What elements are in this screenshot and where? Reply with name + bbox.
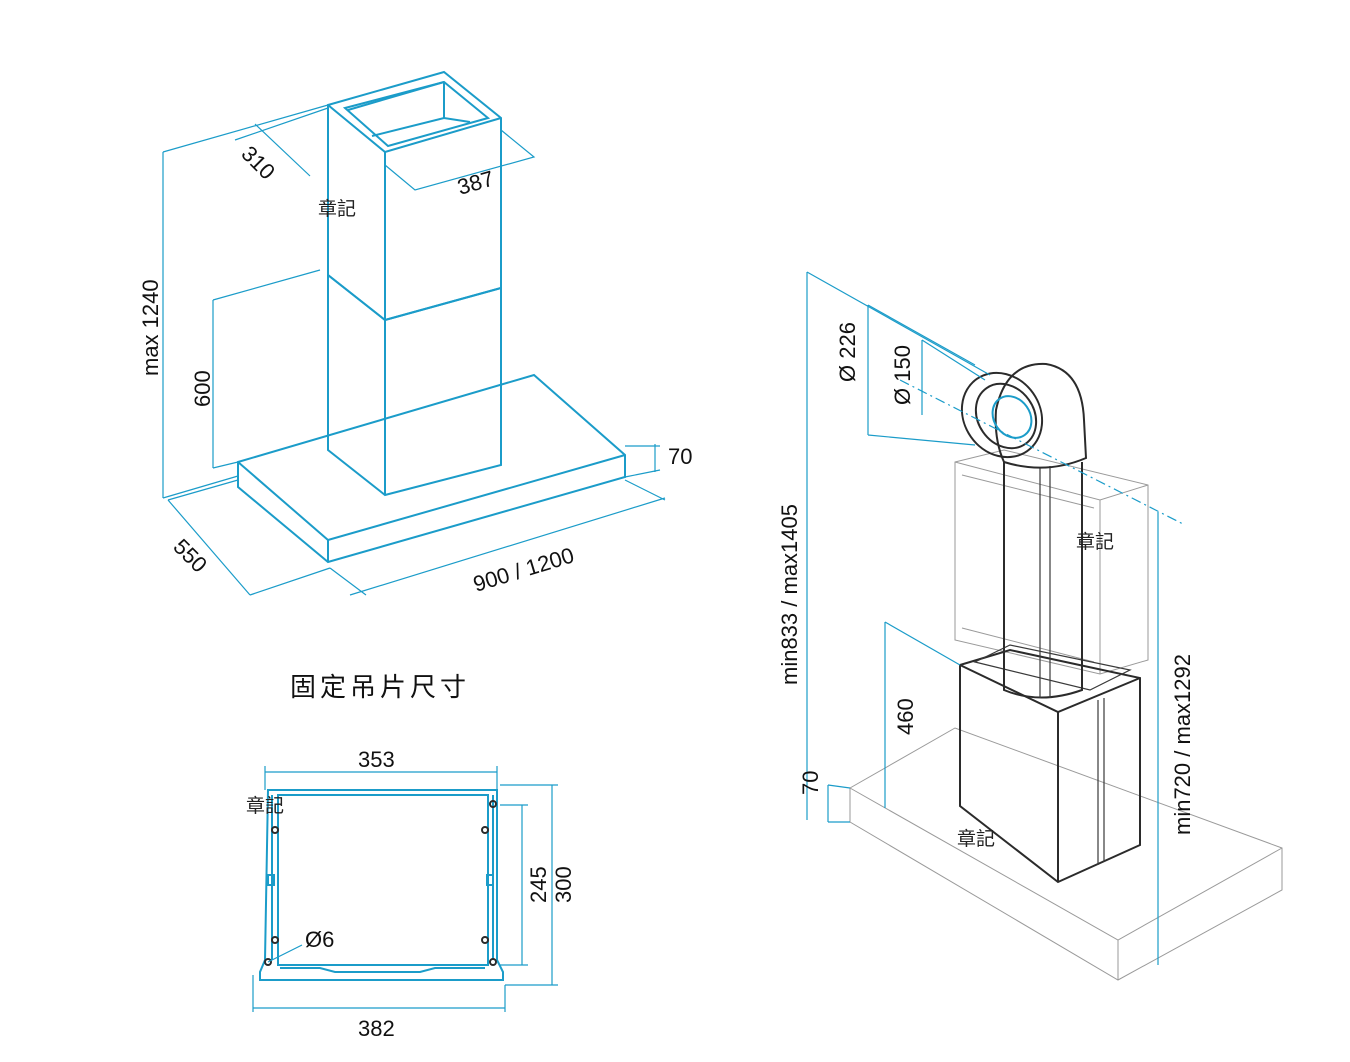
hood-view: max 1240 600 310 387 70 550 900 / 1200 章…: [138, 70, 692, 597]
hood-chimney-top-edge: [327, 104, 502, 154]
dim-line-bracket-outer-width: [252, 975, 506, 1012]
bracket-bottom-edge: [280, 967, 485, 973]
bracket-view: 固定吊片尺寸 353 382 245 300 Ø6 章: [246, 673, 576, 1041]
duct-motor-box-edges: [959, 664, 1141, 882]
dim-label-hole: Ø6: [305, 927, 334, 952]
duct-chimney-cover-inner: [961, 474, 1095, 663]
dim-label-bracket-outer-height: 300: [551, 866, 576, 903]
dim-line-width-top: [384, 129, 536, 191]
duct-view: Ø 226 Ø 150 min833 / max1405 460 70 min7…: [777, 271, 1283, 981]
dim-line-depth-top: [234, 107, 329, 177]
stamp-mark-hood: 章記: [318, 198, 356, 220]
dim-label-duct-lower-height: 460: [893, 698, 918, 735]
bracket-hole: [271, 826, 279, 834]
dim-label-width-base: 900 / 1200: [470, 542, 577, 596]
bracket-hole: [271, 936, 279, 944]
dim-line-duct-base-thickness: [827, 784, 851, 823]
stamp-mark-duct-lower: 章記: [957, 828, 995, 850]
dim-ext-height-chimney: [212, 269, 321, 469]
dim-ext-height-total: [162, 104, 329, 499]
dim-label-depth-top: 310: [236, 141, 280, 185]
duct-base-edges: [849, 787, 1283, 980]
duct-elbow: [994, 362, 1088, 469]
duct-motor-box-seam: [1097, 698, 1105, 865]
bracket-outline: [259, 789, 504, 981]
bracket-inner-frame: [277, 794, 489, 966]
dim-label-depth-base: 550: [168, 534, 212, 578]
duct-motor-box: [959, 648, 1141, 884]
hood-chimney-upper: [327, 70, 502, 322]
bracket-slot-right: [486, 874, 494, 886]
dim-line-bracket-outer-height: [500, 784, 558, 986]
dim-line-bracket-inner-height: [500, 804, 528, 966]
dim-label-inner-diameter: Ø 150: [890, 345, 915, 405]
dim-line-width-base: [329, 479, 666, 596]
hood-chimney-lower: [327, 272, 502, 497]
dim-label-bracket-inner-height: 245: [526, 866, 551, 903]
bracket-title: 固定吊片尺寸: [290, 673, 470, 703]
duct-chimney-cover: [954, 449, 1149, 675]
hood-chimney-opening-inner: [347, 81, 445, 118]
duct-chimney-cover-edges: [954, 461, 1149, 674]
dim-label-height-total: max 1240: [138, 279, 163, 376]
dim-leader-hole: [267, 944, 303, 963]
dim-line-inner-diameter: [921, 339, 986, 415]
duct-pipe: [1003, 462, 1083, 699]
hood-base-plate: [237, 373, 626, 564]
dim-label-duct-height: min720 / max1292: [1170, 654, 1195, 835]
dim-label-duct-base-thickness: 70: [798, 771, 823, 795]
dim-label-bracket-inner-width: 353: [358, 747, 395, 772]
duct-top-plate: [973, 644, 1132, 691]
dim-line-thickness: [624, 444, 661, 478]
bracket-hole: [481, 826, 489, 834]
dim-label-width-top: 387: [454, 166, 496, 200]
duct-elbow-outer-ring: [960, 371, 1044, 459]
duct-pipe-seam: [1039, 466, 1051, 698]
stamp-mark-duct-upper: 章記: [1076, 531, 1114, 553]
dim-line-duct-lower-height: [884, 621, 961, 808]
dim-label-bracket-outer-width: 382: [358, 1016, 395, 1041]
dim-label-thickness: 70: [668, 444, 692, 469]
duct-centerline: [899, 379, 1186, 526]
duct-elbow-opening: [991, 395, 1033, 439]
bracket-hole: [264, 958, 272, 966]
dim-line-outer-diameter: [867, 304, 976, 446]
dim-line-depth-base: [167, 479, 331, 596]
hood-chimney-opening-depth: [371, 116, 471, 137]
bracket-slot-left: [267, 874, 275, 886]
dim-label-outer-diameter: Ø 226: [835, 322, 860, 382]
hood-base-edge: [237, 454, 626, 542]
bracket-hole: [489, 800, 497, 808]
dim-label-duct-total-height: min833 / max1405: [777, 504, 802, 685]
dim-line-bracket-inner-width: [264, 766, 498, 790]
dim-ext-duct-total-height: [806, 271, 991, 376]
bracket-hole: [489, 958, 497, 966]
duct-elbow-inner-ring: [974, 382, 1038, 450]
stamp-mark-bracket: 章記: [246, 795, 284, 817]
duct-base-plate: [849, 727, 1283, 981]
dim-label-height-chimney: 600: [190, 370, 215, 407]
bracket-hole: [481, 936, 489, 944]
